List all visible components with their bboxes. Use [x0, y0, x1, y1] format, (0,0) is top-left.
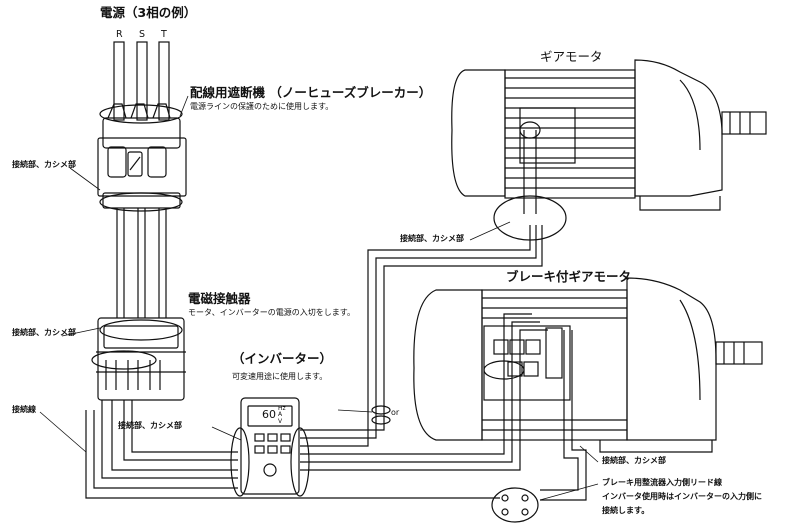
power-wires: [85, 225, 587, 501]
contactor-desc: モータ、インバーターの電源の入切をします。: [188, 308, 355, 317]
gear-motor-drawing: [451, 59, 767, 241]
unit-hz: Hz: [278, 405, 286, 412]
rectifier-connector: [491, 487, 539, 523]
rectifier-note-line2: 接続します。: [602, 506, 650, 515]
contactor-body: [91, 317, 186, 401]
crimp-label-breaker: 接続部、カシメ部: [12, 160, 76, 169]
inverter-title: （インバーター）: [232, 351, 333, 366]
ground-or-label: or: [391, 408, 400, 417]
source-title: 電源（3相の例）: [100, 5, 197, 20]
crimp-label-gear-motor: 接続部、カシメ部: [400, 234, 464, 243]
leader-lines: [39, 95, 599, 501]
brake-motor-title: ブレーキ付ギアモータ: [506, 269, 632, 284]
brake-motor-drawing: [413, 277, 763, 453]
crimp-label-brake-motor: 接続部、カシメ部: [602, 456, 666, 465]
breaker-title: 配線用遮断機 （ノーヒューズブレーカー）: [190, 85, 432, 100]
rectifier-lead-label: ブレーキ用整流器入力側リード線: [602, 478, 722, 487]
contactor-title: 電磁接触器: [188, 291, 251, 306]
phase-label-r: R: [116, 29, 123, 40]
connection-wire-label: 接続線: [12, 405, 36, 414]
breaker-body: [97, 103, 187, 212]
unit-v: V: [278, 417, 283, 425]
breaker-desc: 電源ラインの保護のために使用します。: [190, 102, 334, 111]
source-conductors: [113, 41, 170, 121]
phase-label-t: T: [161, 29, 167, 40]
inverter-unit: [230, 397, 310, 497]
crimp-label-inverter: 接続部、カシメ部: [118, 421, 182, 430]
phase-label-s: S: [139, 29, 146, 40]
unit-a: A: [278, 411, 283, 419]
crimp-label-contactor: 接続部、カシメ部: [12, 328, 76, 337]
rectifier-note-line1: インバータ使用時はインバーターの入力側に: [602, 492, 762, 501]
inverter-display-units: Hz A V: [278, 405, 286, 425]
ground-break-mark: [371, 405, 391, 425]
inverter-desc: 可変速用途に使用します。: [232, 372, 328, 381]
inverter-display-value: 60: [262, 408, 276, 421]
breaker-to-contactor-wires: [116, 208, 167, 318]
gear-motor-title: ギアモータ: [540, 49, 603, 64]
